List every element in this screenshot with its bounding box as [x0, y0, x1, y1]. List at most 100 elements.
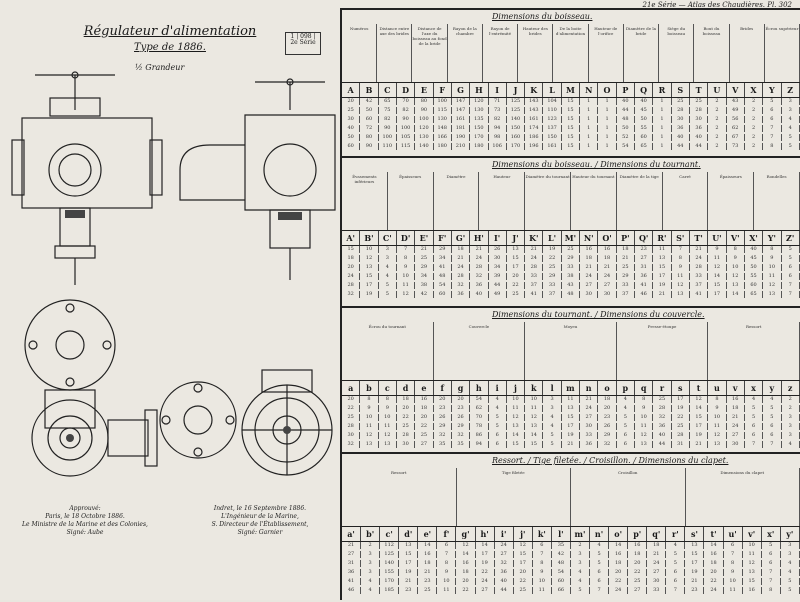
- table-cell: 50: [342, 134, 360, 141]
- table-cell: 21: [690, 246, 708, 253]
- table-cell: 16: [580, 246, 598, 253]
- table-cell: 14: [476, 542, 495, 549]
- table-cell: 40: [635, 98, 653, 105]
- table-cell: 41: [690, 291, 708, 298]
- table-cell: 52: [617, 134, 635, 141]
- table-cell: 41: [635, 282, 653, 289]
- table-cell: 13: [727, 282, 745, 289]
- table-cell: 125: [507, 98, 525, 105]
- table-cell: 5: [781, 578, 800, 585]
- table-cell: 65: [635, 143, 653, 150]
- table-cell: 13: [708, 441, 726, 448]
- table-cell: 20: [415, 414, 433, 421]
- table-cell: 15: [653, 264, 671, 271]
- table-cell: 11: [397, 282, 415, 289]
- table-cell: 3: [782, 98, 800, 105]
- column-letter: Q': [635, 231, 653, 245]
- table-cell: 15: [685, 551, 704, 558]
- table-cell: 25: [672, 98, 690, 105]
- column-letter: O': [598, 231, 616, 245]
- table-cell: 73: [489, 107, 507, 114]
- table-cell: 27: [476, 587, 495, 594]
- table-cell: 23: [399, 587, 418, 594]
- table-block-title: Dimensions du boisseau.: [492, 12, 592, 21]
- table-cell: 29: [434, 423, 452, 430]
- column-letter: y': [781, 527, 800, 541]
- column-letter: i: [489, 381, 507, 395]
- table-cell: 12: [360, 255, 378, 262]
- table-cell: 33: [647, 587, 666, 594]
- column-letter: q': [647, 527, 666, 541]
- table-cell: 29: [415, 264, 433, 271]
- table-cell: 13: [685, 542, 704, 549]
- table-cell: 28: [690, 264, 708, 271]
- table-cell: 17: [562, 423, 580, 430]
- table-cell: 1: [598, 134, 616, 141]
- table-cell: 135: [470, 116, 488, 123]
- table-cell: 6: [763, 107, 781, 114]
- table-cell: 3: [782, 414, 800, 421]
- table-cell: 7: [763, 134, 781, 141]
- table-cell: 25: [653, 396, 671, 403]
- table-cell: 7: [590, 587, 609, 594]
- table-cell: 54: [434, 282, 452, 289]
- table-cell: 13: [360, 441, 378, 448]
- table-cell: 3: [361, 560, 380, 567]
- table-cell: 32: [434, 432, 452, 439]
- column-letter: C: [379, 83, 397, 97]
- table-cell: 44: [617, 107, 635, 114]
- table-cell: 28: [525, 264, 543, 271]
- table-cell: 3: [782, 432, 800, 439]
- column-letter: x': [762, 527, 781, 541]
- header-cell: Rondelles: [754, 172, 800, 230]
- table-cell: 60: [434, 291, 452, 298]
- table-cell: 1: [580, 107, 598, 114]
- table-cell: 10: [533, 578, 552, 585]
- column-letter: D': [397, 231, 415, 245]
- table-cell: 20: [342, 396, 360, 403]
- header-cell: Presse-étoupe: [617, 322, 709, 380]
- table-cell: 10: [360, 246, 378, 253]
- table-cell: 7: [763, 125, 781, 132]
- table-cell: 62: [727, 125, 745, 132]
- table-cell: 35: [552, 542, 571, 549]
- table-cell: 25: [562, 246, 580, 253]
- table-cell: 6: [617, 432, 635, 439]
- table-cell: 33: [543, 282, 561, 289]
- table-cell: 94: [489, 125, 507, 132]
- table-cell: 20: [434, 396, 452, 403]
- header-cell: Ressort: [342, 468, 457, 526]
- table-cell: 4: [489, 405, 507, 412]
- table-cell: 73: [727, 143, 745, 150]
- table-cell: 13: [360, 264, 378, 271]
- table-cell: 44: [495, 587, 514, 594]
- table-cell: 30: [489, 255, 507, 262]
- table-cell: 62: [470, 405, 488, 412]
- table-cell: 82: [489, 116, 507, 123]
- table-cell: 14: [525, 432, 543, 439]
- table-cell: 34: [489, 264, 507, 271]
- table-cell: 16: [415, 396, 433, 403]
- table-cell: 1: [580, 116, 598, 123]
- table-cell: 30: [598, 291, 616, 298]
- table-cell: 14: [456, 551, 475, 558]
- column-letter: t': [704, 527, 723, 541]
- table-cell: 21: [399, 578, 418, 585]
- table-cell: 60: [552, 578, 571, 585]
- table-cell: 80: [360, 134, 378, 141]
- table-cell: 70: [397, 98, 415, 105]
- table-cell: 1: [653, 125, 671, 132]
- table-cell: 14: [690, 405, 708, 412]
- column-letter: M: [562, 83, 580, 97]
- table-cell: 18: [647, 542, 666, 549]
- table-cell: 12: [635, 432, 653, 439]
- table-cell: 42: [415, 291, 433, 298]
